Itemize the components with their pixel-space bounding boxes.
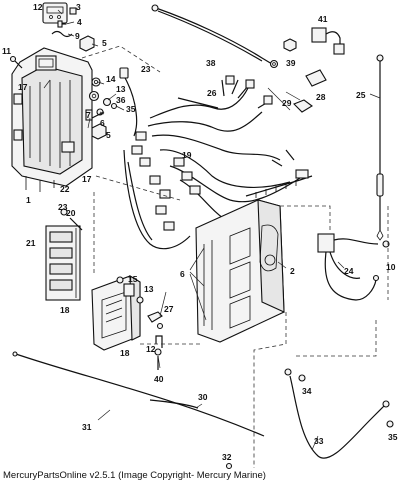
fastener-cluster-part	[85, 77, 118, 121]
callout-31: 30	[198, 392, 208, 402]
screw-part	[9, 55, 23, 69]
callout-42: 41	[318, 14, 328, 24]
nut-part-10	[382, 240, 390, 248]
bracket-part	[79, 35, 95, 52]
callout-5a: 5	[102, 38, 107, 48]
callout-7: 6	[100, 118, 105, 128]
callout-37: 35	[126, 104, 136, 114]
nut-part-35	[298, 374, 306, 382]
connector-block-part	[42, 2, 77, 24]
callout-39: 38	[206, 58, 216, 68]
callout-numbers: 12 3 4 9 5 11 17 14 13 36 35 7 6 5 23 26…	[2, 2, 398, 462]
nut-part-40	[283, 38, 297, 52]
callout-22: 21	[26, 238, 36, 248]
callout-35: 34	[302, 386, 312, 396]
callout-16: 12	[33, 2, 43, 12]
callout-30: 29	[282, 98, 292, 108]
coil-pack-part	[45, 225, 81, 301]
callout-1: 1	[26, 195, 31, 205]
screw-part-15	[116, 276, 124, 284]
callout-13b: 13	[144, 284, 154, 294]
cover-screws-part	[189, 247, 207, 321]
callout-23b: 23	[58, 202, 68, 212]
callout-15: 15	[128, 274, 138, 284]
callout-2: 2	[290, 266, 295, 276]
screw-part-21	[69, 217, 83, 231]
screw-part-28	[156, 322, 164, 330]
callout-6: 6	[180, 269, 185, 279]
wire-lead-part	[119, 67, 138, 137]
callout-20: 18	[60, 305, 70, 315]
callout-18: 18	[120, 348, 130, 358]
ecm-module-part	[91, 275, 141, 351]
wire-harness-part	[123, 75, 313, 250]
bracket-part-28	[147, 311, 163, 323]
assembly-boundary-lines	[81, 45, 389, 468]
ground-cable-part	[284, 368, 390, 459]
callout-33: 32	[222, 452, 232, 462]
callout-23a: 22	[60, 184, 70, 194]
callout-38: 36	[116, 95, 126, 105]
callout-32: 31	[82, 422, 92, 432]
long-lead-part-32	[12, 351, 265, 437]
callout-17b: 17	[82, 174, 92, 184]
callout-4: 4	[77, 17, 82, 27]
callout-11: 11	[2, 46, 11, 56]
pin-part	[57, 20, 66, 28]
rod-part	[177, 97, 219, 109]
copyright-caption: MercuryPartsOnline v2.5.1 (Image Copyrig…	[3, 470, 266, 481]
callout-27: 26	[207, 88, 217, 98]
callout-41: 40	[154, 374, 164, 384]
callout-8: 7	[86, 110, 91, 120]
callout-13: 13	[116, 84, 126, 94]
callout-19: 19	[182, 150, 192, 160]
callout-26: 25	[356, 90, 366, 100]
battery-cable-part	[151, 4, 279, 69]
callout-29: 28	[316, 92, 326, 102]
callout-17a: 17	[18, 82, 28, 92]
long-lead-part-31	[149, 399, 199, 409]
relay-part	[311, 27, 345, 55]
callout-28: 27	[164, 304, 174, 314]
electrical-box-housing-part	[11, 47, 93, 192]
nut-part	[60, 208, 68, 216]
cover-part	[195, 199, 285, 343]
callout-21: 20	[66, 208, 76, 218]
callout-12: 12	[146, 344, 156, 354]
callout-3: 3	[76, 2, 81, 12]
clip-part-30	[293, 99, 313, 113]
terminal-part	[154, 335, 163, 370]
washer-part-13	[136, 296, 144, 304]
clip-part-29	[305, 69, 327, 87]
fuse-cable-part	[376, 54, 384, 241]
callout-36: 35	[388, 432, 398, 442]
callout-9: 9	[75, 31, 80, 41]
callout-leaders	[43, 9, 381, 451]
callout-10: 10	[386, 262, 396, 272]
screw-part-33	[225, 462, 233, 470]
callout-34: 33	[314, 436, 324, 446]
screw-part-36	[386, 420, 394, 428]
clip-part	[51, 30, 73, 38]
callout-25: 24	[344, 266, 354, 276]
switch-harness-part	[317, 233, 380, 301]
callout-5b: 5	[106, 130, 111, 140]
callout-40: 39	[286, 58, 296, 68]
callout-24: 23	[141, 64, 151, 74]
callout-14: 14	[106, 74, 116, 84]
